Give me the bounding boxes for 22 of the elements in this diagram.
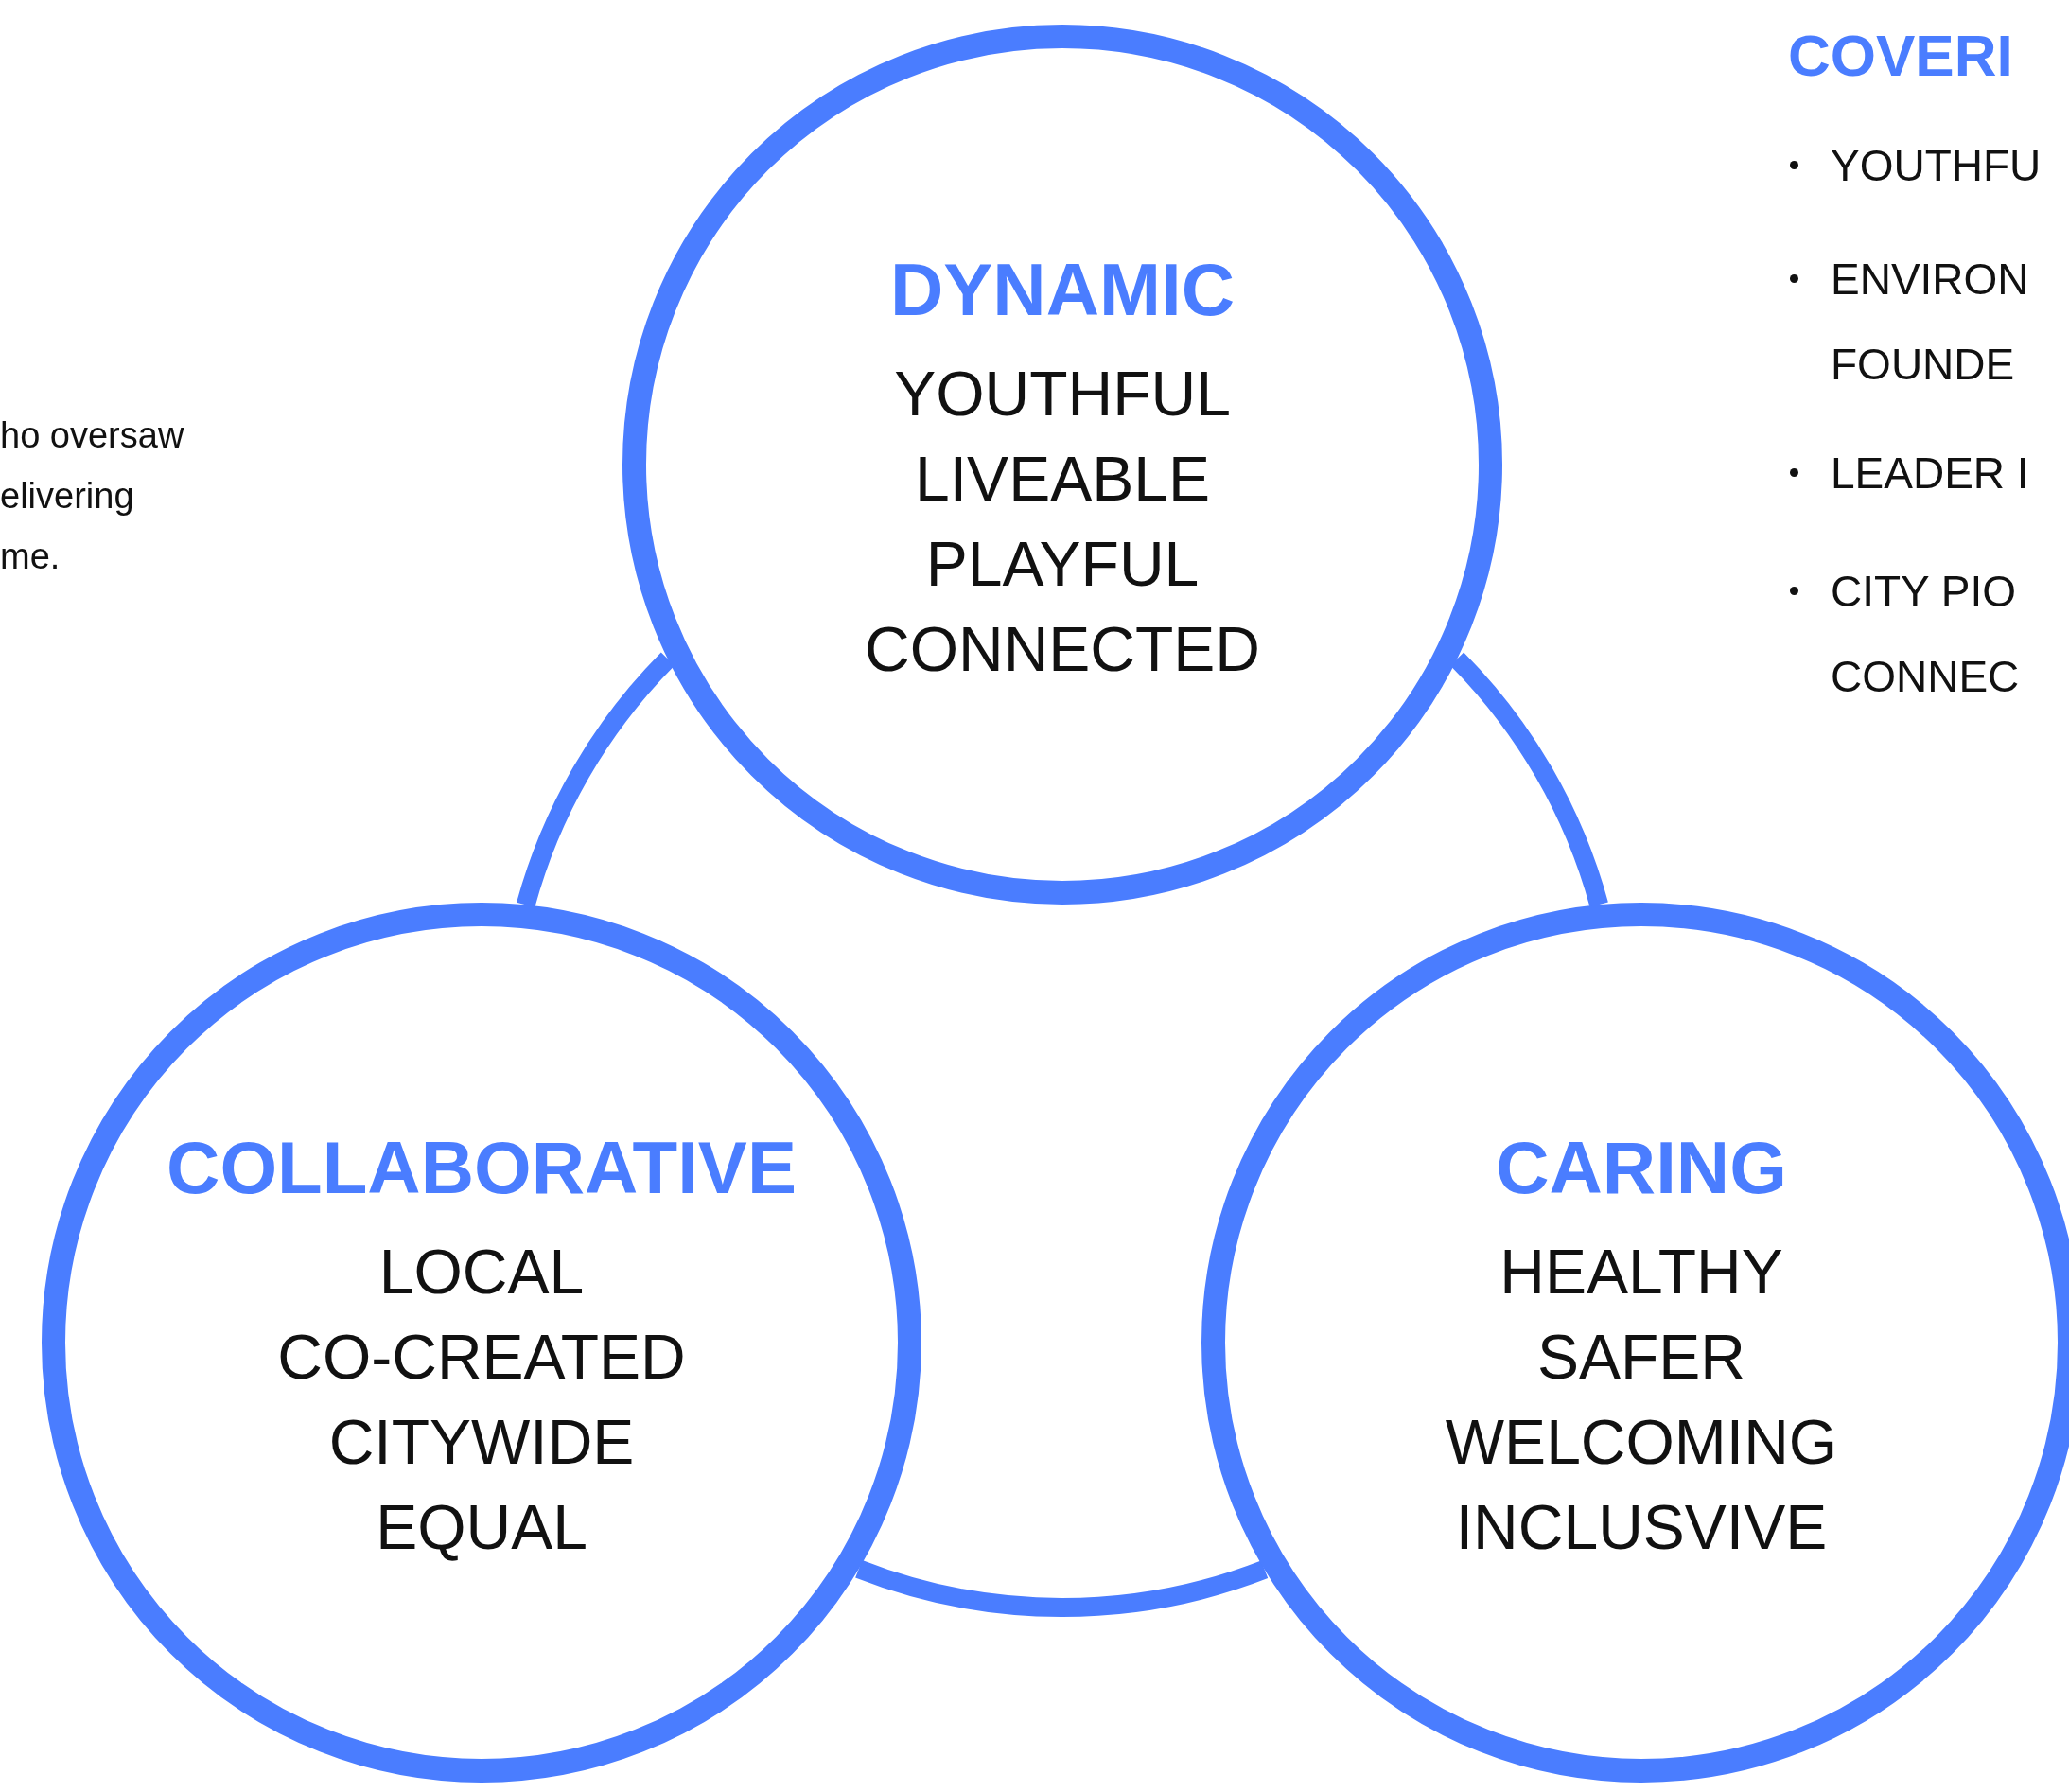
circle-item: EQUAL	[376, 1491, 587, 1564]
list-item: ENVIRON FOUNDE	[1831, 254, 2030, 391]
circle-item: SAFER	[1536, 1321, 1745, 1394]
circle-item: CITYWIDE	[328, 1406, 635, 1479]
circle-heading: DYNAMIC	[890, 247, 1235, 333]
circle-item: CONNECTED	[865, 613, 1260, 686]
circle-item: LOCAL	[378, 1236, 585, 1309]
circle-item: HEALTHY	[1499, 1236, 1783, 1309]
list-item: CITY PIO CONNEC	[1831, 566, 2021, 703]
list-item: LEADER I	[1831, 448, 2030, 500]
circle-item: YOUTHFUL	[894, 358, 1231, 430]
circle-heading: COLLABORATIVE	[167, 1125, 797, 1211]
circle-item: WELCOMING	[1445, 1406, 1838, 1479]
circle-heading: CARING	[1496, 1125, 1787, 1211]
circle-item: PLAYFUL	[925, 528, 1200, 601]
circle-item: LIVEABLE	[915, 443, 1210, 516]
circle-item: CO-CREATED	[277, 1321, 686, 1394]
connector-arc	[855, 1559, 1268, 1617]
circle-item: INCLUSVIVE	[1455, 1491, 1828, 1564]
paragraph-text: ho oversaw elivering me.	[0, 414, 185, 578]
section-heading: COVERI	[1788, 22, 2013, 90]
list-item: YOUTHFU	[1831, 140, 2043, 192]
